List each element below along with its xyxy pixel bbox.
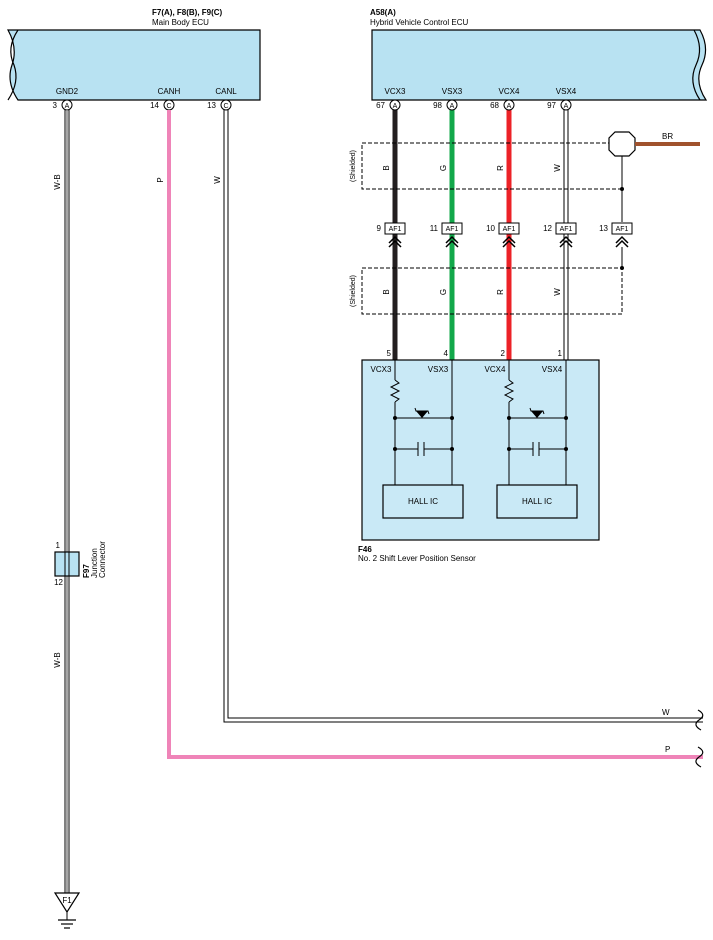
pin-label: VCX3 bbox=[385, 87, 406, 96]
af1-pin: 12 bbox=[543, 224, 552, 233]
af1-label: AF1 bbox=[446, 226, 459, 233]
pin-label-canh: CANH bbox=[158, 87, 181, 96]
shift-lever-sensor-f46: 5 4 2 1 VCX3 VSX3 VCX4 VSX4 HALL IC bbox=[358, 349, 600, 563]
sensor-name: No. 2 Shift Lever Position Sensor bbox=[358, 554, 476, 563]
hv-ecu-pins: 67 A 98 A 68 A 97 A bbox=[376, 99, 572, 111]
hv-ecu-box bbox=[371, 29, 708, 101]
af1-label: AF1 bbox=[503, 226, 516, 233]
junction-name-1: Junction bbox=[90, 548, 99, 578]
pin-label: VSX3 bbox=[442, 87, 463, 96]
connector-af1: AF1 9 AF1 11 AF1 10 AF1 12 AF1 13 bbox=[377, 222, 633, 268]
af1-pin: 11 bbox=[430, 224, 439, 233]
af1-label: AF1 bbox=[389, 226, 402, 233]
wire-label: R bbox=[496, 165, 505, 171]
wire-label: B bbox=[382, 165, 391, 170]
ground-f1: F1 bbox=[53, 892, 81, 929]
main-ecu-name: Main Body ECU bbox=[152, 18, 209, 27]
pin-label-canl: CANL bbox=[215, 87, 237, 96]
hall-ic-label: HALL IC bbox=[522, 497, 552, 506]
pin-circle bbox=[220, 99, 232, 111]
hall-ic-2 bbox=[496, 484, 578, 519]
wire-label: W-B bbox=[53, 174, 62, 189]
pin-num: 13 bbox=[207, 101, 216, 110]
af1-label: AF1 bbox=[616, 226, 629, 233]
wire-label: W bbox=[213, 176, 222, 184]
shield-label: (Shielded) bbox=[350, 275, 357, 307]
circuit-1 bbox=[389, 360, 453, 485]
sensor-wires bbox=[392, 110, 569, 360]
wire-label: P bbox=[156, 177, 165, 182]
af1-pin: 10 bbox=[486, 224, 495, 233]
wire-label: G bbox=[439, 165, 448, 171]
af1-label: AF1 bbox=[560, 226, 573, 233]
pin-conn: A bbox=[564, 103, 569, 110]
wire-label: G bbox=[439, 289, 448, 295]
pin-num: 68 bbox=[490, 101, 499, 110]
bus-label-p: P bbox=[665, 745, 670, 754]
hv-control-ecu: A58(A) Hybrid Vehicle Control ECU VCX3 V… bbox=[370, 8, 708, 101]
sensor-pin-label: VSX4 bbox=[542, 365, 563, 374]
main-body-ecu: F7(A), F8(B), F9(C) Main Body ECU GND2 C… bbox=[6, 8, 261, 101]
circuit-2 bbox=[503, 360, 567, 485]
junction-name-2: Connector bbox=[98, 541, 107, 578]
sensor-id: F46 bbox=[358, 545, 372, 554]
main-ecu-pins: 3 A 14 C 13 C bbox=[53, 99, 232, 111]
pin-num: 98 bbox=[433, 101, 442, 110]
junction-pin-bottom: 12 bbox=[54, 578, 63, 587]
pin-label: VCX4 bbox=[499, 87, 520, 96]
junction-connector-f97: 1 12 F97 Junction Connector bbox=[54, 541, 107, 587]
lower-shield: (Shielded) B G R W bbox=[350, 266, 624, 315]
af1-pin: 9 bbox=[377, 224, 382, 233]
wire-label: W-B bbox=[53, 652, 62, 667]
ground-wire-label: BR bbox=[662, 132, 673, 141]
hv-ecu-connector: A58(A) bbox=[370, 8, 396, 17]
main-ecu-connectors: F7(A), F8(B), F9(C) bbox=[152, 8, 223, 17]
sensor-pin-num: 4 bbox=[444, 349, 449, 358]
pin-num: 14 bbox=[150, 101, 159, 110]
zener-diode-icon bbox=[531, 411, 543, 418]
junction-pin-top: 1 bbox=[56, 541, 61, 550]
upper-shield: (Shielded) B G R W BR bbox=[350, 131, 700, 222]
bus-label-w: W bbox=[662, 708, 670, 717]
wire-label: W bbox=[553, 288, 562, 296]
pin-conn: C bbox=[223, 103, 228, 110]
pin-conn: A bbox=[450, 103, 455, 110]
ground-id: F1 bbox=[62, 896, 72, 905]
wire-label: R bbox=[496, 289, 505, 295]
sensor-pin-num: 2 bbox=[501, 349, 506, 358]
pin-num: 97 bbox=[547, 101, 556, 110]
hall-ic-label: HALL IC bbox=[408, 497, 438, 506]
sensor-pin-label: VSX3 bbox=[428, 365, 449, 374]
shield-ground-point bbox=[608, 131, 636, 157]
pin-conn: C bbox=[166, 103, 171, 110]
hv-ecu-name: Hybrid Vehicle Control ECU bbox=[370, 18, 468, 27]
sensor-pin-num: 1 bbox=[558, 349, 563, 358]
wire-canl-w: W W bbox=[213, 110, 704, 731]
wire-canh-p: P P bbox=[156, 110, 704, 768]
sensor-pin-label: VCX4 bbox=[485, 365, 506, 374]
hall-ic-1 bbox=[382, 484, 464, 519]
pin-num: 3 bbox=[53, 101, 58, 110]
pin-label-gnd2: GND2 bbox=[56, 87, 79, 96]
wire-gnd2-wb: W-B W-B bbox=[53, 110, 70, 893]
sensor-pin-num: 5 bbox=[387, 349, 392, 358]
main-ecu-box bbox=[6, 29, 261, 101]
pin-conn: A bbox=[65, 103, 70, 110]
sensor-pin-label: VCX3 bbox=[371, 365, 392, 374]
shield-label: (Shielded) bbox=[350, 150, 357, 182]
pin-conn: A bbox=[507, 103, 512, 110]
pin-label: VSX4 bbox=[556, 87, 577, 96]
wire-label: W bbox=[553, 164, 562, 172]
wire-label: B bbox=[382, 289, 391, 294]
zener-diode-icon bbox=[416, 411, 428, 418]
af1-pin: 13 bbox=[599, 224, 608, 233]
pin-conn: A bbox=[393, 103, 398, 110]
pin-num: 67 bbox=[376, 101, 385, 110]
junction-id: F97 bbox=[82, 564, 91, 578]
